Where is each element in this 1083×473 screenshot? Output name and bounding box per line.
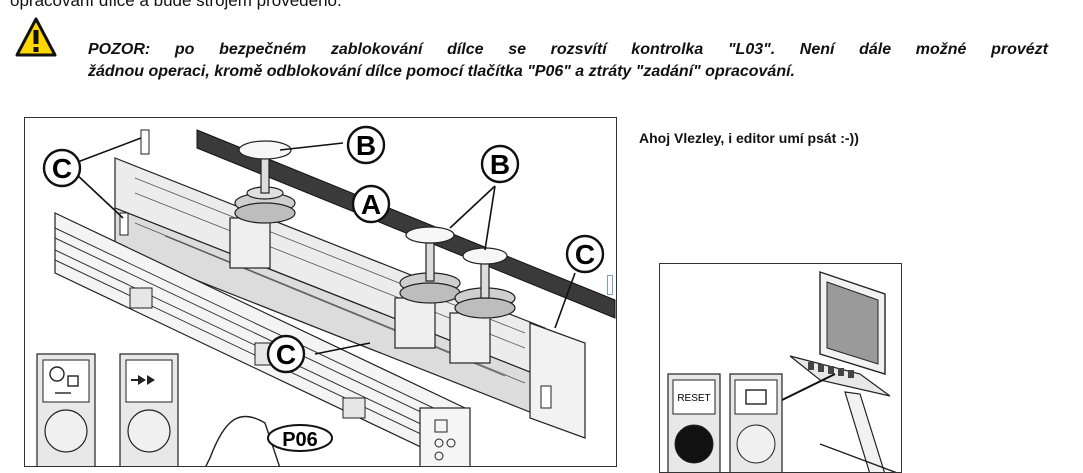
warning-text: POZOR: po bezpečném zablokování dílce se… [88, 39, 1048, 83]
text-cursor-marker [607, 275, 613, 295]
machine-illustration: C B A B C C [24, 117, 617, 467]
cycle-icon [745, 389, 767, 405]
warning-line-2: žádnou operaci, kromě odblokování dílce … [88, 63, 795, 80]
label-b-left: B [356, 130, 376, 161]
reset-button-panel: RESET [667, 373, 721, 472]
label-a: A [361, 189, 381, 220]
label-c-left: C [52, 153, 72, 184]
double-arrow-icon [131, 375, 155, 385]
label-p06: P06 [282, 429, 318, 451]
control-panel-illustration: RESET [659, 263, 902, 473]
top-text-fragment: opracování dílce a bude strojem proveden… [10, 0, 342, 10]
clamp-icon [49, 366, 79, 394]
label-c-bottom: C [276, 339, 296, 370]
move-button-panel [119, 353, 179, 466]
label-c-right: C [575, 239, 595, 270]
label-b-right: B [490, 149, 510, 180]
warning-line-1: POZOR: po bezpečném zablokování dílce se… [88, 41, 1048, 58]
clamp-button-panel [36, 353, 96, 466]
warning-icon [14, 16, 58, 63]
cycle-button-panel [729, 373, 783, 472]
editor-note: Ahoj Vlezley, i editor umí psát :-)) [639, 130, 859, 146]
reset-label: RESET [677, 393, 710, 404]
